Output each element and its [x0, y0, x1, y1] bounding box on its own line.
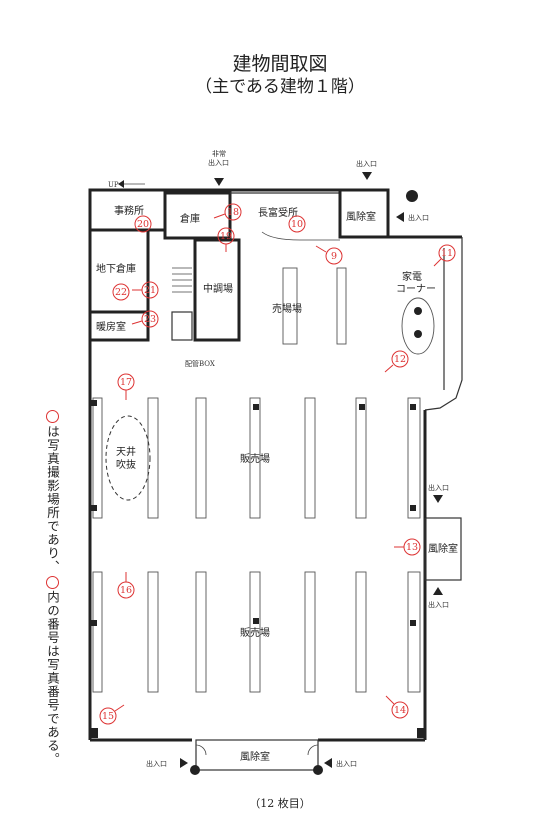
- door-arrow-icon: [324, 758, 332, 768]
- photo-marker-9: 9: [315, 245, 343, 265]
- counter-top-1: [282, 267, 298, 345]
- svg-text:11: 11: [441, 248, 453, 259]
- svg-text:15: 15: [102, 711, 114, 722]
- vestibule-east-wall: [424, 517, 462, 581]
- label-prep: 中調場: [203, 282, 233, 295]
- door-arrow-icon: [433, 495, 443, 503]
- label-door-top-2: 出入口: [356, 159, 377, 168]
- photo-marker-22: 22: [112, 283, 130, 301]
- legend-text-2: 内の番号は写真番号である。: [45, 590, 60, 767]
- door-arrow-icon: [180, 758, 188, 768]
- marker-circle-icon: [45, 410, 59, 423]
- photo-marker-14: 14: [385, 695, 409, 719]
- label-door-right-top: 出入口: [408, 213, 429, 222]
- svg-text:19: 19: [220, 231, 232, 242]
- room-prep-wall: [193, 238, 241, 342]
- photo-marker-16: 16: [117, 572, 135, 599]
- svg-text:17: 17: [120, 377, 132, 388]
- label-vestibule-top: 風除室: [346, 210, 376, 223]
- svg-text:23: 23: [144, 314, 156, 325]
- label-emergency: 非常: [212, 149, 226, 158]
- room-storage-wall: [163, 191, 232, 240]
- label-vestibule-east: 風除室: [428, 542, 458, 555]
- photo-marker-19: 19: [217, 227, 235, 252]
- svg-text:22: 22: [115, 287, 127, 298]
- photo-marker-15: 15: [99, 704, 125, 725]
- atrium-outline: [105, 415, 151, 501]
- svg-text:14: 14: [394, 705, 406, 716]
- label-heating: 暖房室: [96, 320, 126, 333]
- counter-curve: [261, 231, 340, 241]
- counter-top-2: [336, 267, 347, 345]
- pillar-icon: [406, 190, 418, 202]
- photo-marker-23: 23: [131, 310, 159, 328]
- svg-text:21: 21: [144, 285, 156, 296]
- door-arrow-icon: [214, 178, 224, 186]
- photo-marker-17: 17: [117, 373, 135, 400]
- label-sales-1: 販売場: [240, 452, 270, 465]
- label-pipe-box: 配管BOX: [185, 359, 215, 368]
- vestibule-top-wall: [338, 188, 390, 239]
- svg-text:12: 12: [394, 354, 406, 365]
- label-up: UP: [108, 181, 119, 189]
- label-door-bottom-r: 出入口: [336, 759, 357, 768]
- label-sales-top: 売場場: [272, 302, 302, 315]
- label-atrium-1: 天井: [116, 445, 136, 458]
- label-reception: 長富受所: [258, 206, 298, 219]
- svg-text:20: 20: [137, 219, 149, 230]
- door-arrow-icon: [396, 212, 404, 222]
- label-office: 事務所: [114, 204, 144, 217]
- page-subtitle: （主である建物１階）: [195, 77, 365, 97]
- label-door-bottom-l: 出入口: [146, 759, 167, 768]
- photo-marker-13: 13: [394, 538, 421, 556]
- svg-text:10: 10: [291, 219, 303, 230]
- photo-marker-20: 20: [134, 215, 152, 233]
- svg-text:9: 9: [331, 251, 337, 262]
- legend-note: は写真撮影場所であり、内の番号は写真番号である。: [44, 408, 60, 766]
- svg-text:13: 13: [406, 542, 418, 553]
- outer-wall-east-curve: [424, 237, 463, 411]
- label-vestibule-south: 風除室: [240, 750, 270, 763]
- door-arrow-icon: [362, 172, 372, 180]
- appliance-display: [401, 297, 435, 355]
- page-footer: （12 枚目）: [249, 797, 311, 810]
- svg-text:16: 16: [120, 585, 132, 596]
- label-door-top-1: 出入口: [208, 158, 229, 167]
- marker-circle-icon: [45, 575, 59, 589]
- legend-text-1: は写真撮影場所であり、: [45, 425, 60, 574]
- vestibule-south-wall: [195, 739, 319, 771]
- label-corner: コーナー: [396, 283, 436, 295]
- photo-marker-10: 10: [288, 215, 306, 233]
- label-atrium-2: 吹抜: [116, 458, 136, 471]
- label-basement: 地下倉庫: [96, 262, 136, 275]
- pipe-box-wall: [171, 311, 193, 341]
- page-title: 建物間取図: [232, 53, 328, 75]
- shelves-lower: [91, 571, 424, 738]
- photo-marker-21: 21: [132, 281, 159, 299]
- up-arrow-icon: [118, 180, 124, 188]
- label-appliance: 家電: [402, 270, 422, 283]
- label-door-right-b: 出入口: [428, 600, 449, 609]
- label-storage: 倉庫: [180, 212, 200, 225]
- label-sales-2: 販売場: [240, 626, 270, 639]
- room-heating-wall: [88, 310, 150, 342]
- photo-marker-11: 11: [433, 244, 456, 267]
- photo-marker-18: 18: [213, 203, 242, 221]
- door-arrow-icon: [433, 587, 443, 595]
- label-door-right-a: 出入口: [428, 483, 449, 492]
- svg-text:18: 18: [227, 207, 239, 218]
- shelves-upper: [91, 397, 421, 519]
- photo-marker-12: 12: [384, 350, 409, 373]
